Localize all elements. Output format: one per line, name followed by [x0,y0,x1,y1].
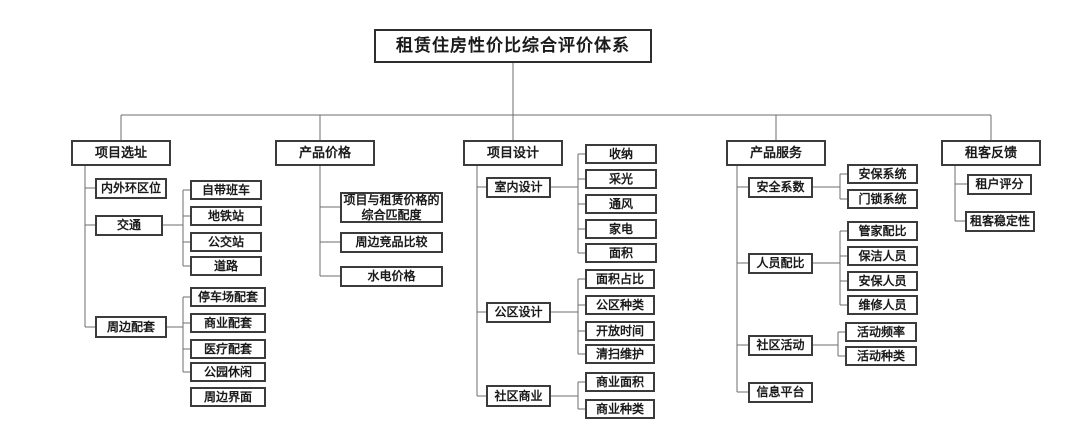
node-tenant-stability: 租客稳定性 [965,211,1035,232]
node-ventilation: 通风 [585,194,657,214]
connector-project-site-selection [84,166,190,373]
node-storage: 收纳 [585,144,657,164]
node-park-leisure: 公园休闲 [190,362,266,382]
node-bus-station: 公交站 [190,232,262,252]
node-ring-road-location: 内外环区位 [95,178,167,199]
node-tenant-feedback: 租客反馈 [941,140,1041,166]
node-roads: 道路 [190,256,262,276]
node-utilities-price: 水电价格 [340,266,443,287]
node-area-ratio: 面积占比 [585,269,655,289]
node-project-site-selection: 项目选址 [71,140,171,166]
node-community-activities: 社区活动 [748,335,813,356]
node-transportation: 交通 [95,215,163,236]
node-product-service: 产品服务 [726,140,826,166]
node-community-commerce: 社区商业 [486,385,551,407]
connector-root [120,63,992,140]
node-public-area-types: 公区种类 [585,295,655,315]
node-public-area-design: 公区设计 [486,302,551,323]
node-parking-facilities: 停车场配套 [190,287,266,307]
node-competitor-comparison: 周边竞品比较 [340,232,443,253]
node-shuttle-bus: 自带班车 [190,180,262,200]
node-home-appliances: 家电 [585,219,657,239]
node-commercial-area: 商业面积 [585,372,655,392]
node-maintenance-staff: 维修人员 [847,295,918,315]
node-commercial-facilities: 商业配套 [190,313,266,333]
node-surrounding-facilities: 周边配套 [95,316,167,338]
node-opening-hours: 开放时间 [585,321,655,341]
node-price-match-degree: 项目与租赁价格的综合匹配度 [340,192,443,223]
node-information-platform: 信息平台 [748,382,813,403]
node-housekeeper-ratio: 管家配比 [847,221,918,241]
node-security-system: 安保系统 [847,164,918,184]
node-surrounding-interface: 周边界面 [190,387,266,407]
node-metro-station: 地铁站 [190,206,262,226]
node-door-lock-system: 门锁系统 [847,189,918,209]
node-safety-factor: 安全系数 [748,177,813,198]
node-title: 租赁住房性价比综合评价体系 [374,29,652,63]
node-daylighting: 采光 [585,169,657,189]
node-floor-area: 面积 [585,243,657,263]
node-staff-ratio: 人员配比 [748,253,813,274]
node-security-staff: 安保人员 [847,271,918,291]
connector-product-service [736,166,847,393]
node-project-design: 项目设计 [463,140,563,166]
node-interior-design: 室内设计 [486,177,551,198]
node-cleaning-staff: 保洁人员 [847,246,918,266]
node-cleaning-maintenance: 清扫维护 [585,344,655,364]
node-activity-frequency: 活动频率 [845,322,917,342]
node-commercial-types: 商业种类 [585,399,655,419]
connector-project-design [476,153,585,410]
node-activity-types: 活动种类 [845,346,917,366]
node-medical-facilities: 医疗配套 [190,339,266,359]
connector-product-price [319,166,340,277]
connector-tenant-feedback [954,166,967,222]
node-product-price: 产品价格 [275,140,375,166]
node-tenant-rating: 租户评分 [967,174,1032,195]
